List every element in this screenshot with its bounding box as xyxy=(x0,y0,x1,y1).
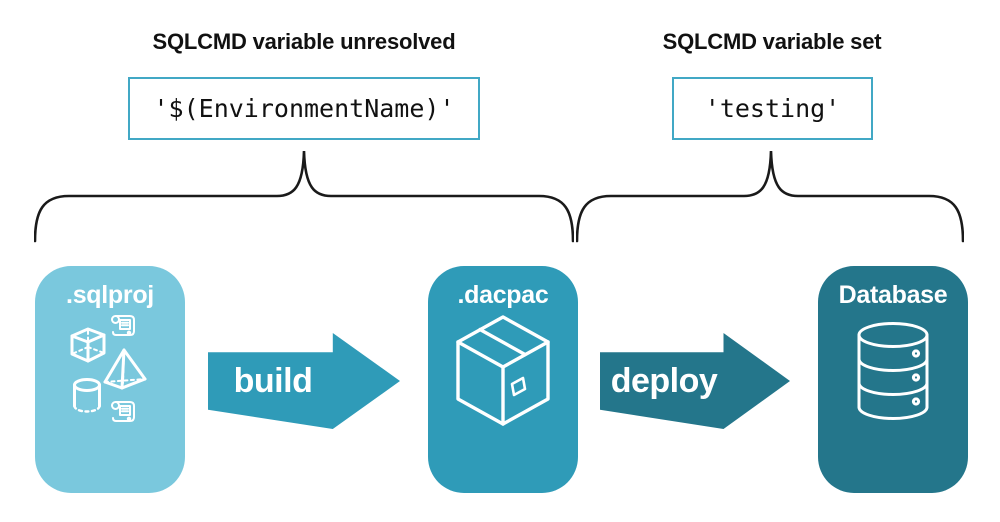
node-database-label: Database xyxy=(838,281,948,309)
heading-sqlcmd-set: SQLCMD variable set xyxy=(662,29,882,54)
code-value-set: 'testing' xyxy=(704,94,841,123)
build-arrow: build xyxy=(208,333,400,429)
node-sqlproj-label: .sqlproj xyxy=(66,281,154,309)
left-curly-brace xyxy=(34,150,574,243)
pyramid-icon xyxy=(103,348,147,390)
code-box-set: 'testing' xyxy=(672,77,873,140)
node-database: Database xyxy=(818,266,968,493)
sql-project-objects-icon xyxy=(70,315,147,422)
right-curly-brace xyxy=(576,150,964,243)
scroll-icon-2 xyxy=(111,401,135,422)
package-icon xyxy=(456,315,550,426)
deploy-arrow-label: deploy xyxy=(610,361,718,400)
scroll-icon xyxy=(111,315,135,336)
cube-icon xyxy=(70,327,106,363)
code-box-unresolved: '$(EnvironmentName)' xyxy=(128,77,480,140)
heading-sqlcmd-unresolved: SQLCMD variable unresolved xyxy=(152,29,456,54)
node-sqlproj: .sqlproj xyxy=(35,266,185,493)
node-dacpac: .dacpac xyxy=(428,266,578,493)
node-dacpac-label: .dacpac xyxy=(457,281,549,309)
database-icon xyxy=(857,322,929,420)
cylinder-icon xyxy=(73,378,101,413)
deploy-arrow: deploy xyxy=(600,333,790,429)
code-value-unresolved: '$(EnvironmentName)' xyxy=(153,94,455,123)
build-arrow-label: build xyxy=(233,361,313,400)
